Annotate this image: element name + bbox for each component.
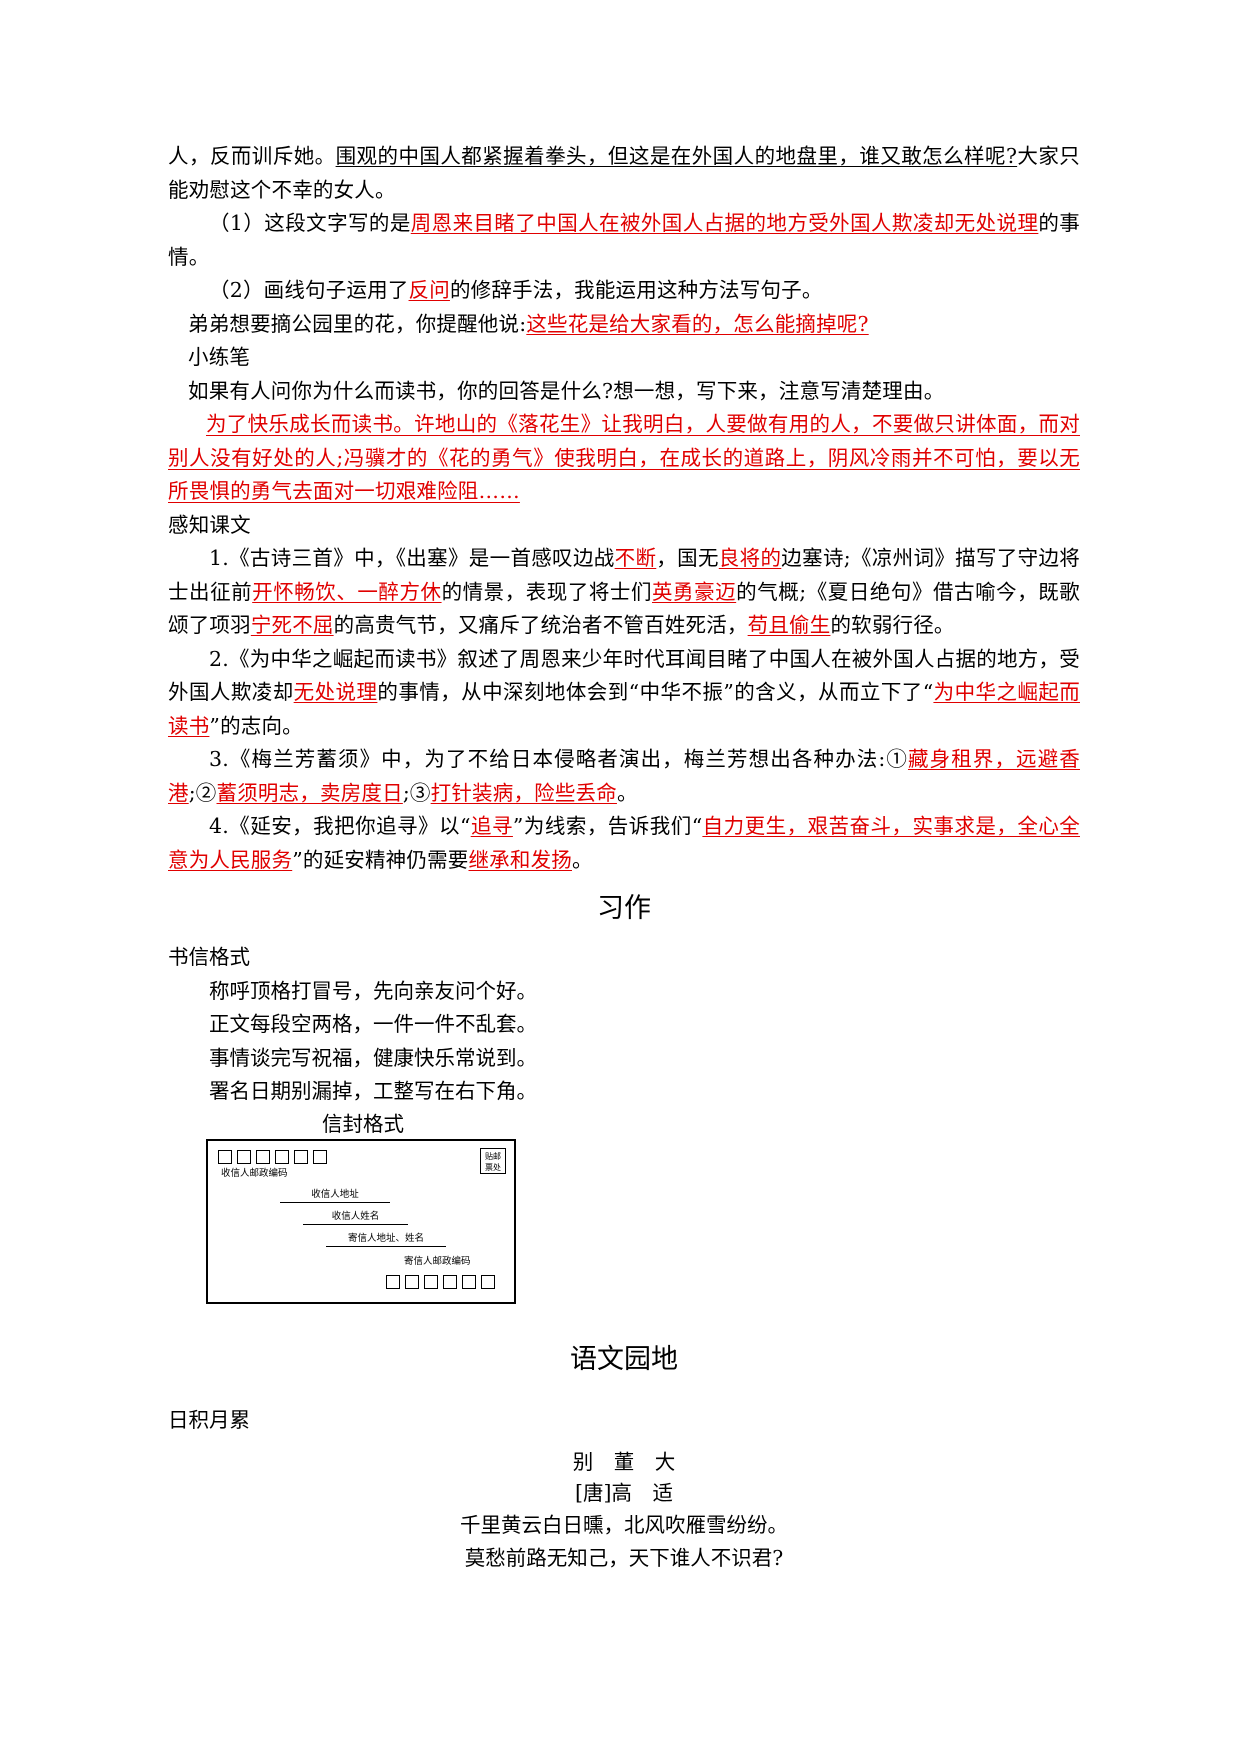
sender-zip-label: 寄信人邮政编码 bbox=[404, 1255, 471, 1267]
paragraph-continuation: 人，反而训斥她。围观的中国人都紧握着拳头，但这是在外国人的地盘里，谁又敢怎么样呢… bbox=[168, 140, 1080, 207]
item1-a2: 良将的 bbox=[718, 546, 782, 570]
item1-a1: 不断 bbox=[614, 546, 657, 570]
spacer-after-yuwen-title bbox=[168, 1382, 1080, 1404]
zip-cell bbox=[386, 1274, 400, 1289]
item1-p6: 的高贵气节，又痛斥了统治者不管百姓死活， bbox=[333, 613, 748, 637]
poem-author: [唐]高 适 bbox=[575, 1481, 673, 1505]
zip-cell bbox=[237, 1149, 251, 1164]
sender-address-name-label: 寄信人地址、姓名 bbox=[326, 1233, 446, 1247]
item4-p2: ”为线索，告诉我们“ bbox=[512, 814, 703, 838]
item3-p1: 3.《梅兰芳蓄须》中，为了不给日本侵略者演出，梅兰芳想出各种办法:① bbox=[209, 747, 908, 771]
spacer-before-xizuo bbox=[168, 877, 1080, 887]
stamp-label-line-2: 票处 bbox=[485, 1162, 501, 1172]
item2-p3: ”的志向。 bbox=[209, 713, 303, 738]
item3-p3: ;③ bbox=[402, 780, 431, 805]
spacer-after-xizuo-title bbox=[168, 931, 1080, 941]
item2-p2: 的事情，从中深刻地体会到“中华不振”的含义，从而立下了“ bbox=[377, 680, 934, 704]
letter-line-2: 正文每段空两格，一件一件不乱套。 bbox=[209, 1012, 537, 1036]
item1-p2: ，国无 bbox=[656, 546, 719, 570]
text-run-plain-2: 大家只能劝慰这个不幸的女人。 bbox=[168, 144, 1080, 202]
xizuo-title: 习作 bbox=[597, 893, 651, 924]
q2-prefix: （2）画线句子运用了 bbox=[209, 278, 409, 302]
item4-p1: 4.《延安，我把你追寻》以“ bbox=[209, 814, 471, 838]
ganzhi-item-4: 4.《延安，我把你追寻》以“追寻”为线索，告诉我们“自力更生，艰苦奋斗，实事求是… bbox=[168, 810, 1080, 877]
ganzhi-item-1: 1.《古诗三首》中，《出塞》是一首感叹边战不断，国无良将的边塞诗;《凉州词》描写… bbox=[168, 542, 1080, 643]
ganzhi-heading: 感知课文 bbox=[168, 512, 251, 537]
recipient-zip-label: 收信人邮政编码 bbox=[221, 1167, 288, 1179]
zip-cell bbox=[405, 1274, 419, 1289]
poem-title: 别 董 大 bbox=[572, 1450, 676, 1474]
xiaolianbi-prompt: 如果有人问你为什么而读书，你的回答是什么?想一想，写下来，注意写清楚理由。 bbox=[188, 378, 945, 403]
envelope-box: 收信人邮政编码 收信人地址 收信人姓名 寄信人地址、姓名 寄信人邮政编码 贴邮 … bbox=[206, 1138, 516, 1304]
item3-a3: 打针装病，险些丢命 bbox=[430, 780, 617, 805]
question-1: （1）这段文字写的是周恩来目睹了中国人在被外国人占据的地方受外国人欺凌却无处说理… bbox=[168, 207, 1080, 274]
zip-cell bbox=[462, 1274, 476, 1289]
text-run-underlined: 围观的中国人都紧握着拳头，但这是在外国人的地盘里，谁又敢怎么样呢? bbox=[335, 144, 1018, 168]
zip-cell bbox=[424, 1274, 438, 1289]
item1-p5: 的气概;《夏日绝句》借古喻今，既歌颂了项羽 bbox=[168, 579, 1080, 638]
xiaolianbi-answer: 为了快乐成长而读书。许地山的《落花生》让我明白，人要做有用的人，不要做只讲体面，… bbox=[168, 412, 1080, 503]
item4-p4: 。 bbox=[571, 847, 593, 872]
letter-line-3: 事情谈完写祝福，健康快乐常说到。 bbox=[209, 1045, 537, 1070]
poem-line-2: 莫愁前路无知己，天下谁人不识君? bbox=[464, 1546, 784, 1570]
sender-zip-boxes bbox=[386, 1274, 495, 1289]
ganzhi-item-2: 2.《为中华之崛起而读书》叙述了周恩来少年时代耳闻目睹了中国人在被外国人占据的地… bbox=[168, 643, 1080, 744]
item2-a2: 为中华之崛起而读书 bbox=[168, 680, 1080, 738]
zip-cell bbox=[275, 1149, 289, 1164]
q1-suffix: 的事情。 bbox=[168, 211, 1080, 269]
zip-cell bbox=[481, 1274, 495, 1289]
yuwen-title: 语文园地 bbox=[570, 1343, 678, 1375]
zip-cell bbox=[218, 1149, 232, 1164]
q2-example-prefix: 弟弟想要摘公园里的花，你提醒他说: bbox=[188, 311, 527, 336]
recipient-name-label: 收信人姓名 bbox=[303, 1211, 408, 1225]
spacer-before-poem bbox=[168, 1437, 1080, 1447]
q2-suffix: 的修辞手法，我能运用这种方法写句子。 bbox=[449, 278, 823, 302]
item3-p4: 。 bbox=[616, 780, 638, 805]
item1-a5: 宁死不屈 bbox=[250, 613, 334, 637]
riji-yuelei-subheading: 日积月累 bbox=[168, 1407, 250, 1432]
xiaolianbi-label: 小练笔 bbox=[188, 345, 251, 369]
letter-line-1: 称呼顶格打冒号，先向亲友问个好。 bbox=[209, 978, 537, 1003]
envelope-diagram: 信封格式 收信人邮政编码 收信人地址 收信人姓名 寄信人地址、姓名 寄信人邮政编… bbox=[168, 1109, 1080, 1304]
xiaolianbi-answer-block: 为了快乐成长而读书。许地山的《落花生》让我明白，人要做有用的人，不要做只讲体面，… bbox=[168, 408, 1080, 509]
question-2: （2）画线句子运用了反问的修辞手法，我能运用这种方法写句子。 bbox=[168, 274, 1080, 308]
item1-p7: 的软弱行径。 bbox=[830, 613, 955, 637]
item1-p1: 1.《古诗三首》中，《出塞》是一首感叹边战 bbox=[209, 546, 615, 570]
question-2-example: 弟弟想要摘公园里的花，你提醒他说:这些花是给大家看的，怎么能摘掉呢? bbox=[168, 308, 1080, 342]
envelope-title: 信封格式 bbox=[322, 1111, 404, 1136]
q1-prefix: （1）这段文字写的是 bbox=[209, 211, 411, 235]
item4-a3: 继承和发扬 bbox=[468, 847, 572, 872]
item1-a3: 开怀畅饮、一醉方休 bbox=[252, 579, 442, 604]
poem-line-1: 千里黄云白日曛，北风吹雁雪纷纷。 bbox=[460, 1513, 788, 1537]
item2-p1: 2.《为中华之崛起而读书》叙述了周恩来少年时代耳闻目睹了中国人在被外国人占据的地… bbox=[168, 646, 1080, 705]
item4-a1: 追寻 bbox=[470, 814, 513, 838]
item3-a2: 蓄须明志，卖房度日 bbox=[216, 780, 403, 805]
stamp-area-box: 贴邮 票处 bbox=[480, 1147, 506, 1174]
item1-a6: 苟且偷生 bbox=[747, 613, 831, 637]
zip-cell bbox=[256, 1149, 270, 1164]
item1-p4: 的情景，表现了将士们 bbox=[441, 579, 652, 604]
item4-a2: 自力更生，艰苦奋斗，实事求是，全心全意为人民服务 bbox=[168, 814, 1080, 872]
q2-answer: 反问 bbox=[408, 278, 450, 302]
q2-example-answer: 这些花是给大家看的，怎么能摘掉呢? bbox=[526, 311, 869, 336]
stamp-label-line-1: 贴邮 bbox=[485, 1151, 501, 1161]
item3-a1: 藏身租界，远避香港 bbox=[168, 747, 1080, 805]
item3-p2: ;② bbox=[188, 780, 217, 805]
document-page: 人，反而训斥她。围观的中国人都紧握着拳头，但这是在外国人的地盘里，谁又敢怎么样呢… bbox=[168, 140, 1080, 1575]
zip-cell bbox=[313, 1149, 327, 1164]
item4-p3: ”的延安精神仍需要 bbox=[292, 847, 469, 872]
letter-format-label: 书信格式 bbox=[168, 945, 250, 969]
zip-cell bbox=[294, 1149, 308, 1164]
ganzhi-item-3: 3.《梅兰芳蓄须》中，为了不给日本侵略者演出，梅兰芳想出各种办法:①藏身租界，远… bbox=[168, 743, 1080, 810]
zip-cell bbox=[443, 1274, 457, 1289]
item1-p3: 边塞诗;《凉州词》描写了守边将士出征前 bbox=[168, 546, 1081, 604]
item2-a1: 无处说理 bbox=[293, 680, 378, 704]
q1-answer: 周恩来目睹了中国人在被外国人占据的地方受外国人欺凌却无处说理 bbox=[410, 211, 1039, 235]
letter-line-4: 署名日期别漏掉，工整写在右下角。 bbox=[209, 1079, 537, 1103]
recipient-zip-boxes bbox=[218, 1149, 327, 1164]
spacer-before-yuwen bbox=[168, 1304, 1080, 1338]
text-run-plain: 人，反而训斥她。 bbox=[168, 144, 336, 168]
recipient-address-label: 收信人地址 bbox=[280, 1189, 390, 1203]
item1-a4: 英勇豪迈 bbox=[652, 579, 737, 604]
